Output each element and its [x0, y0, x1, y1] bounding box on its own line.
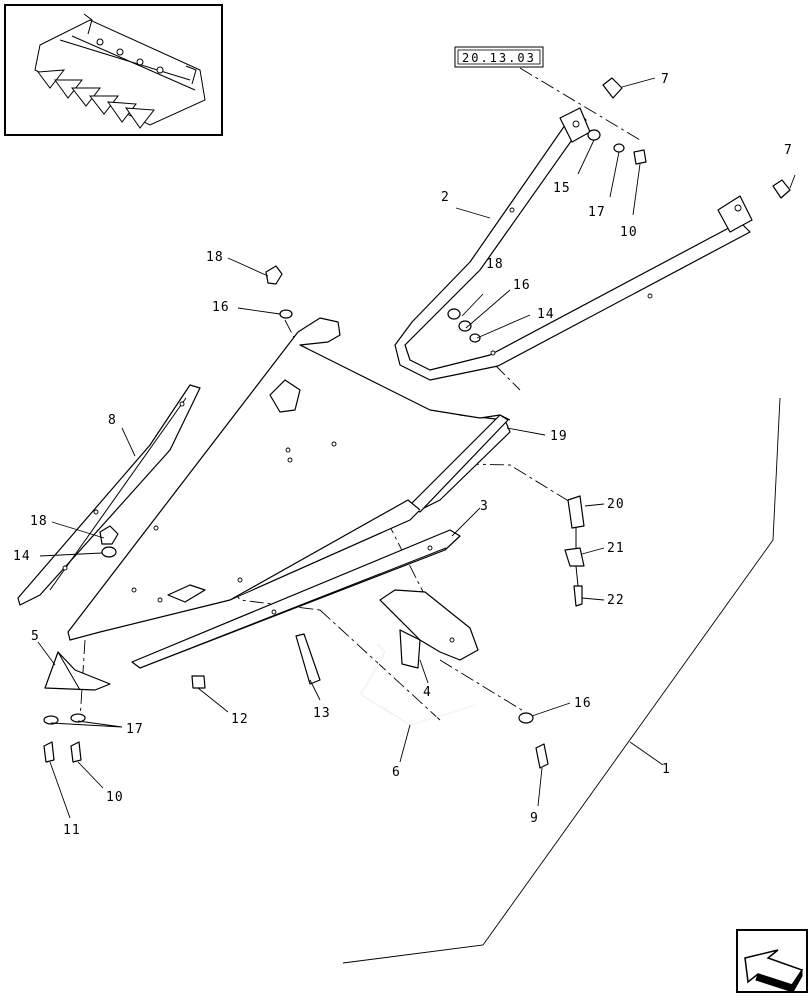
callout-18-upper-left: 18 [206, 250, 224, 265]
callout-17-upper: 17 [588, 205, 606, 220]
part-8-side-skid [17, 384, 201, 606]
callout-10-lower: 10 [106, 790, 124, 805]
callout-2: 2 [441, 190, 450, 205]
callout-18-upper-right: 18 [486, 257, 504, 272]
overview-thumbnail[interactable] [4, 4, 223, 136]
callout-14-upper: 14 [537, 307, 555, 322]
part-3-lower-strip [131, 529, 461, 669]
callout-9: 9 [530, 811, 539, 826]
callout-3: 3 [480, 499, 489, 514]
callout-7-right: 7 [784, 143, 793, 158]
callout-16-upper-left: 16 [212, 300, 230, 315]
callout-14-lower: 14 [13, 549, 31, 564]
callout-15: 15 [553, 181, 571, 196]
callout-17-lower: 17 [126, 722, 144, 737]
callout-7-upper: 7 [661, 72, 670, 87]
callout-1: 1 [662, 762, 671, 777]
fastener-stack-upper [447, 129, 647, 343]
callout-16-lower: 16 [574, 696, 592, 711]
callout-18-lower: 18 [30, 514, 48, 529]
callout-4: 4 [423, 685, 432, 700]
reference-box-text: 20.13.03 [462, 51, 536, 65]
next-page-arrow-icon [744, 949, 804, 993]
callout-8: 8 [108, 413, 117, 428]
callout-22: 22 [607, 593, 625, 608]
callout-16-upper-right: 16 [513, 278, 531, 293]
header-overview-thumbnail [34, 13, 206, 129]
callout-12: 12 [231, 712, 249, 727]
part-7-cap [602, 77, 791, 199]
callout-leaders [37, 77, 796, 819]
callout-11: 11 [63, 823, 81, 838]
callout-labels: 1 2 3 4 5 6 7 7 8 9 10 10 11 12 13 14 14… [13, 72, 793, 838]
next-page-button[interactable] [736, 929, 808, 993]
callout-20: 20 [607, 497, 625, 512]
reference-box[interactable]: 20.13.03 [454, 46, 544, 68]
callout-10-upper: 10 [620, 225, 638, 240]
part-4-shoe-plate [379, 589, 479, 669]
fastener-set-lower [43, 265, 549, 769]
callout-13: 13 [313, 706, 331, 721]
callout-5: 5 [31, 629, 40, 644]
callout-19: 19 [550, 429, 568, 444]
part-19-divider-body [67, 317, 511, 641]
part-6-rod [359, 644, 476, 726]
part-2-tube-frame [394, 107, 753, 381]
callout-6: 6 [392, 765, 401, 780]
leader-1 [342, 397, 781, 964]
callout-21: 21 [607, 541, 625, 556]
part-5-point [44, 651, 111, 691]
part-20-22-sensor-bracket [564, 495, 585, 607]
